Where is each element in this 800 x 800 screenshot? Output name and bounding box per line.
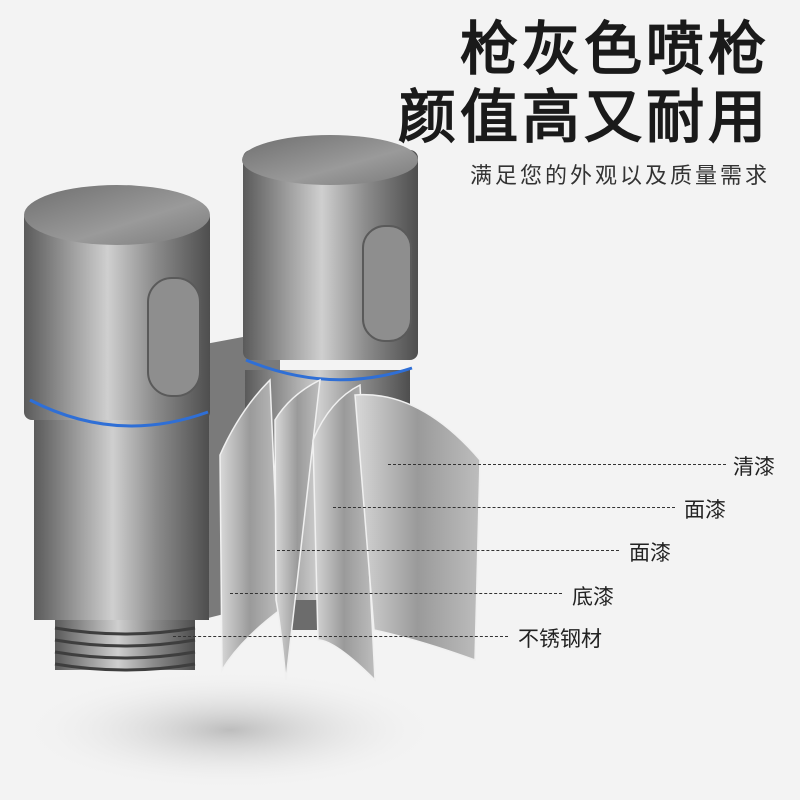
label-topcoat-1: 面漆 <box>684 498 726 522</box>
leader-line-clearcoat <box>388 464 726 465</box>
right-lever <box>362 225 412 342</box>
left-cap-top <box>24 185 210 245</box>
left-lever <box>147 277 201 397</box>
leader-line-primer <box>230 593 562 594</box>
headline-line-2: 颜值高又耐用 <box>397 83 770 151</box>
right-blue-ring <box>245 358 413 382</box>
layer-topcoat-2 <box>354 393 481 662</box>
label-topcoat-2: 面漆 <box>629 541 671 565</box>
coating-layers <box>219 378 481 682</box>
right-cap-top <box>242 135 418 185</box>
left-body <box>34 390 209 620</box>
subtitle: 满足您的外观以及质量需求 <box>469 164 770 189</box>
leader-line-topcoat-2 <box>277 550 619 551</box>
label-stainless-steel: 不锈钢材 <box>518 627 602 651</box>
label-clearcoat: 清漆 <box>733 455 775 479</box>
leader-line-topcoat-1 <box>333 507 675 508</box>
leader-line-steel <box>173 636 508 637</box>
left-blue-ring <box>29 398 209 428</box>
label-primer: 底漆 <box>572 585 614 609</box>
left-thread <box>54 620 196 672</box>
layer-primer <box>274 378 321 681</box>
floor-shadow <box>20 670 440 790</box>
headline-line-1: 枪灰色喷枪 <box>459 15 770 83</box>
